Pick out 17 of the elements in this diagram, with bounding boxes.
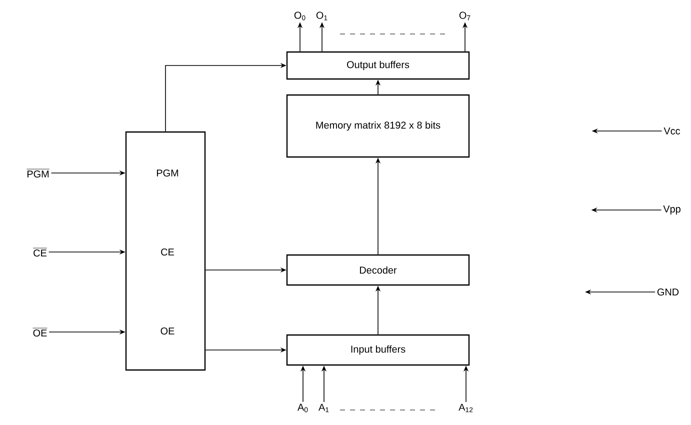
- block-box: Output buffers: [286, 51, 470, 80]
- pin-label: A$_{12}$: [458, 404, 473, 412]
- pin-label: PGM: [26, 168, 50, 178]
- control-box: PGM CE OE: [125, 131, 206, 371]
- pin-label: A$_{1}$: [318, 404, 329, 412]
- pin-label: OE: [32, 328, 48, 337]
- pin-label: GND: [657, 288, 679, 296]
- pin-label: O$_{1}$: [316, 12, 328, 20]
- pin-label: Vpp: [663, 206, 680, 214]
- pin-label: O$_{7}$: [459, 12, 470, 20]
- pin-label: O$_{0}$: [294, 12, 306, 20]
- pin-label: Vcc: [664, 128, 680, 134]
- block-box: Decoder: [286, 254, 470, 286]
- pin-label: CE: [32, 248, 48, 257]
- block-box: Memory matrix 8192 x 8 bits: [286, 94, 470, 158]
- block-box: Input buffers: [286, 334, 470, 366]
- pin-label: A$_{0}$: [298, 404, 308, 412]
